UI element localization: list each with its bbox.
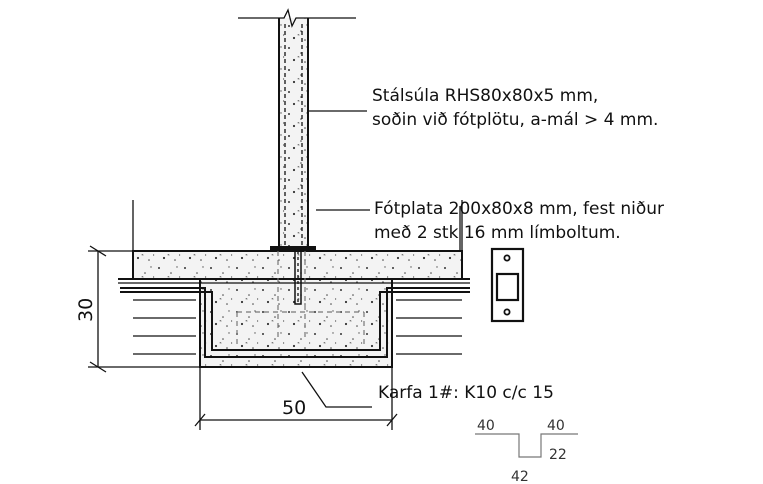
plate-note-line2: með 2 stk 16 mm límboltum.	[374, 223, 621, 243]
bar-shape-sketch: 40 40 22 42	[475, 418, 578, 484]
column-note-line1: Stálsúla RHS80x80x5 mm,	[372, 86, 598, 106]
insulation-left	[133, 299, 196, 355]
plate-leader	[316, 206, 461, 250]
width-dimension-label: 50	[282, 397, 306, 419]
basket-leader	[301, 371, 372, 408]
rebar-basket	[120, 287, 470, 358]
anchor-bolts	[277, 250, 306, 340]
basket-note: Karfa 1#: K10 c/c 15	[378, 383, 554, 403]
base-plate	[270, 246, 316, 251]
bar-shape-depth: 22	[549, 447, 567, 463]
height-dimension-label: 30	[75, 298, 97, 322]
bar-shape-right: 40	[547, 418, 565, 434]
steel-column	[238, 8, 356, 250]
plate-note-line1: Fótplata 200x80x8 mm, fest niður	[374, 199, 664, 219]
width-dimension: 50	[194, 368, 398, 430]
insulation-right	[396, 299, 462, 355]
bar-shape-left: 40	[477, 418, 495, 434]
height-dimension: 30	[75, 245, 200, 373]
base-plate-plan	[490, 247, 525, 323]
bar-shape-bottom: 42	[511, 469, 529, 484]
column-note-line2: soðin við fótplötu, a-mál > 4 mm.	[372, 110, 658, 130]
